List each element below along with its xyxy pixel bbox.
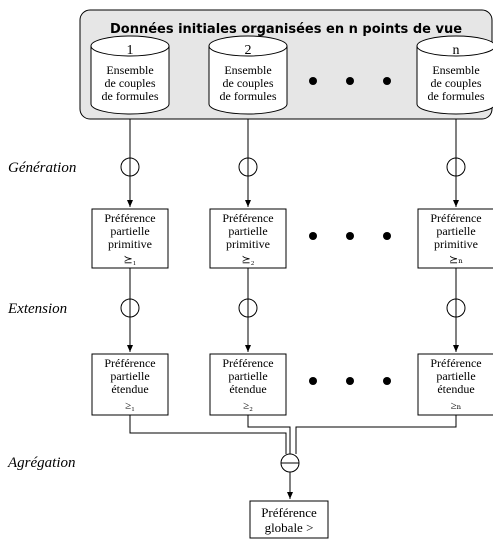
ellipsis-dots-primitive	[309, 232, 391, 240]
database-label-line: de couples	[431, 76, 482, 90]
database-label-line: de couples	[223, 76, 274, 90]
global-preference-box	[249, 500, 329, 539]
extended-preference-line: étendue	[437, 382, 474, 396]
extended-preference-box-n	[417, 353, 493, 416]
primitive-relation-symbol: ⪰₁	[123, 254, 136, 266]
primitive-preference-line: primitive	[108, 237, 152, 251]
database-label-line: Ensemble	[106, 63, 153, 77]
extended-relation-symbol: ≥₁	[125, 400, 135, 412]
primitive-preference-line: Préférence	[222, 211, 273, 225]
primitive-preference-line: primitive	[434, 237, 478, 251]
database-cylinder-rim-1	[90, 45, 170, 57]
primitive-preference-box-1	[91, 208, 169, 269]
database-cylinder-2	[208, 35, 288, 115]
extended-preference-line: partielle	[228, 369, 267, 383]
database-cylinder-n	[416, 35, 493, 115]
viewpoint-number-2: 2	[245, 43, 252, 58]
extended-preference-line: partielle	[110, 369, 149, 383]
database-label-line: de formules	[220, 89, 277, 103]
database-cylinder-rim-n	[416, 45, 493, 57]
extended-preference-box-1	[91, 353, 169, 416]
extended-preference-line: Préférence	[430, 356, 481, 370]
database-cylinder-1	[90, 35, 170, 115]
extended-relation-symbol: ≥ₙ	[451, 400, 462, 412]
primitive-relation-symbol: ⪰₂	[241, 254, 254, 266]
ellipsis-dots-header	[309, 77, 391, 85]
stage-label-aggregation: Agrégation	[7, 455, 76, 471]
primitive-preference-line: Préférence	[430, 211, 481, 225]
extended-preference-line: étendue	[229, 382, 266, 396]
database-label-line: de formules	[102, 89, 159, 103]
extended-preference-line: partielle	[436, 369, 475, 383]
extended-relation-symbol: ≥₂	[243, 400, 253, 412]
global-preference-line-2: globale >	[265, 520, 314, 535]
database-cylinder-rim-2	[208, 45, 288, 57]
database-label-line: Ensemble	[224, 63, 271, 77]
stage-label-extension: Extension	[7, 301, 67, 317]
extended-preference-line: Préférence	[104, 356, 155, 370]
primitive-preference-line: Préférence	[104, 211, 155, 225]
viewpoint-number-n: n	[453, 43, 460, 58]
primitive-preference-box-2	[209, 208, 287, 269]
extended-preference-line: Préférence	[222, 356, 273, 370]
ellipsis-dots-extended	[309, 377, 391, 385]
stage-label-generation: Génération	[8, 160, 76, 176]
primitive-preference-line: partielle	[436, 224, 475, 238]
database-label-line: de formules	[428, 89, 485, 103]
viewpoint-number-1: 1	[127, 43, 134, 58]
primitive-preference-line: partielle	[110, 224, 149, 238]
aggregation-connectors	[129, 415, 457, 454]
primitive-preference-line: partielle	[228, 224, 267, 238]
global-preference-line-1: Préférence	[261, 505, 317, 520]
primitive-relation-symbol: ⪰ₙ	[449, 254, 463, 266]
database-label-line: Ensemble	[432, 63, 479, 77]
primitive-preference-line: primitive	[226, 237, 270, 251]
extended-preference-box-2	[209, 353, 287, 416]
header-title: Données initiales organisées en n points…	[110, 22, 462, 37]
database-label-line: de couples	[105, 76, 156, 90]
extended-preference-line: étendue	[111, 382, 148, 396]
